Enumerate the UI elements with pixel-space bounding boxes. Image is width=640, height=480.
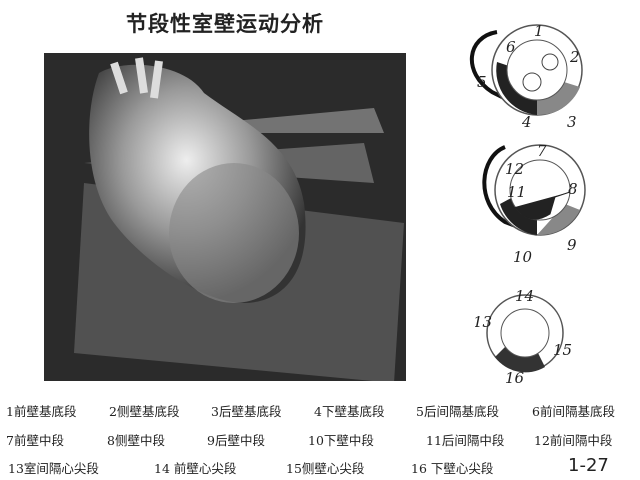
legend-item: 10下壁中段 xyxy=(308,433,374,448)
legend-item: 9后壁中段 xyxy=(207,433,265,448)
legend-item: 12前间隔中段 xyxy=(534,433,613,448)
legend-item: 4下壁基底段 xyxy=(314,404,385,419)
heart-3d-image xyxy=(44,53,406,383)
segment-label: 7 xyxy=(537,142,547,160)
segment-label: 5 xyxy=(477,73,487,91)
segment-label: 16 xyxy=(505,369,525,387)
segment-label: 8 xyxy=(568,180,578,198)
legend-item: 11后间隔中段 xyxy=(426,433,505,448)
segment-label: 1 xyxy=(534,22,544,40)
legend-item: 16 下壁心尖段 xyxy=(411,461,494,476)
slide-title: 节段性室壁运动分析 xyxy=(126,12,324,36)
segment-label: 2 xyxy=(569,48,580,66)
apical-segment-diagram: 13 14 15 16 xyxy=(473,285,585,394)
segment-label: 3 xyxy=(567,113,577,131)
segment-label: 12 xyxy=(505,160,524,178)
basal-segment-diagram: 1 2 3 4 5 6 xyxy=(462,22,602,136)
slide-number: 1-27 xyxy=(568,455,609,476)
legend-item: 6前间隔基底段 xyxy=(532,404,615,419)
segment-label: 10 xyxy=(513,248,533,266)
legend-item: 8侧壁中段 xyxy=(107,433,165,448)
legend-item: 13室间隔心尖段 xyxy=(8,461,99,476)
legend-item: 2侧壁基底段 xyxy=(109,404,180,419)
segment-label: 9 xyxy=(567,236,577,254)
segment-label: 11 xyxy=(507,183,526,201)
segment-label: 15 xyxy=(553,341,572,359)
legend-item: 7前壁中段 xyxy=(6,433,64,448)
segment-label: 14 xyxy=(515,287,534,305)
segment-label: 13 xyxy=(475,313,492,331)
legend-item: 1前壁基底段 xyxy=(6,404,77,419)
mid-segment-diagram: 7 8 9 10 11 12 xyxy=(475,142,605,271)
segment-label: 6 xyxy=(506,38,516,56)
legend-item: 15侧壁心尖段 xyxy=(286,461,365,476)
legend-item: 3后壁基底段 xyxy=(211,404,282,419)
legend-item: 14 前壁心尖段 xyxy=(154,461,237,476)
legend-item: 5后间隔基底段 xyxy=(416,404,499,419)
segment-label: 4 xyxy=(521,113,532,131)
